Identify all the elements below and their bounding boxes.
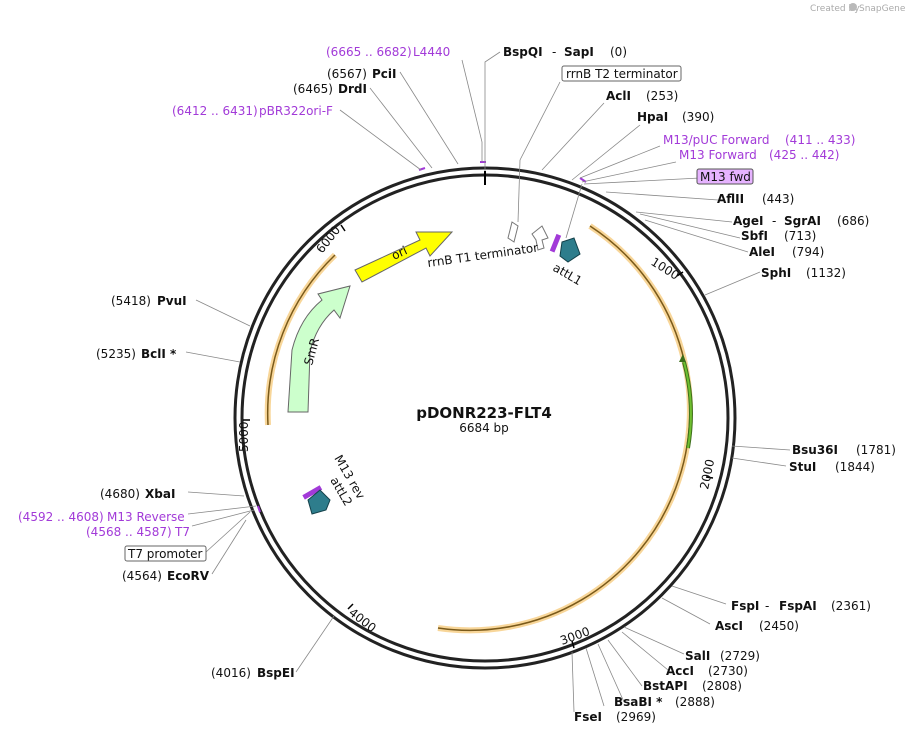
site-acli: AclI	[606, 89, 631, 103]
primer-l4440-range: (6665 .. 6682)	[326, 45, 412, 59]
site-acli-pos: (253)	[646, 89, 678, 103]
site-bsabi: BsaBI *	[614, 695, 663, 709]
snapgene-brand: SnapGene	[859, 4, 906, 14]
primer-t7-name: T7	[174, 525, 190, 539]
site-bspqi-pos: (0)	[610, 45, 627, 59]
site-bsu36i: Bsu36I	[792, 443, 838, 457]
site-bstapi: BstAPI	[643, 679, 688, 693]
site-bsabi-pos: (2888)	[675, 695, 715, 709]
site-sphi: SphI	[761, 266, 791, 280]
site-asci: AscI	[715, 619, 743, 633]
orf-arrowhead	[679, 354, 686, 362]
site-agei-pos: (686)	[837, 214, 869, 228]
attl1-arrow	[559, 237, 581, 263]
site-sphi-pos: (1132)	[806, 266, 846, 280]
site-hpai-pos: (390)	[682, 110, 714, 124]
site-hpai: HpaI	[637, 110, 668, 124]
site-ecorv: EcoRV	[167, 569, 210, 583]
attl2-arrow	[307, 489, 331, 515]
tick-2000: 2000	[697, 458, 717, 491]
site-bspqi: BspQI	[503, 45, 543, 59]
site-stui-pos: (1844)	[835, 460, 875, 474]
insert-line	[266, 225, 691, 632]
orf-arc-fill	[683, 361, 692, 449]
site-xbai: XbaI	[145, 487, 175, 501]
site-asci-pos: (2450)	[759, 619, 799, 633]
site-pvui: PvuI	[157, 294, 187, 308]
site-drdi: DrdI	[338, 82, 367, 96]
ori-arrow	[354, 231, 454, 283]
primer-pbr322-range: (6412 .. 6431)	[172, 104, 258, 118]
site-sali: SalI	[685, 649, 710, 663]
plasmid-length: 6684 bp	[459, 421, 509, 435]
primer-l4440-name: L4440	[413, 45, 450, 59]
primer-m13fwd-name: M13 Forward	[679, 148, 757, 162]
rrnb-t2-label: rrnB T2 terminator	[566, 67, 678, 81]
site-bspei: BspEI	[257, 666, 295, 680]
rrnb-t1-label: rrnB T1 terminator	[426, 241, 539, 270]
site-aflii: AflII	[717, 192, 744, 206]
site-sapi: SapI	[564, 45, 594, 59]
site-agei: AgeI	[733, 214, 763, 228]
site-sali-pos: (2729)	[720, 649, 760, 663]
site-pvui-pos: (5418)	[111, 294, 151, 308]
site-bstapi-pos: (2808)	[702, 679, 742, 693]
primer-m13rev-range: (4592 .. 4608)	[18, 510, 104, 524]
attl2-primer-mark	[302, 485, 323, 500]
m13-fwd-box	[696, 168, 754, 185]
site-acci-pos: (2730)	[708, 664, 748, 678]
ori-label: ori	[389, 243, 409, 262]
site-bspei-pos: (4016)	[211, 666, 251, 680]
rrnb-t1-glyph-a	[507, 221, 519, 243]
site-pcii-pos: (6567)	[327, 67, 367, 81]
site-sbfi: SbfI	[741, 229, 768, 243]
snapgene-logo-icon	[849, 3, 857, 11]
plasmid-name: pDONR223-FLT4	[416, 404, 552, 422]
site-sgrai: SgrAI	[784, 214, 821, 228]
site-bcli: BclI *	[141, 347, 177, 361]
site-bspqi-sep: -	[552, 45, 556, 59]
site-aflii-pos: (443)	[762, 192, 794, 206]
ruler	[243, 224, 714, 649]
smr-label: SmR	[301, 336, 322, 366]
primer-m13puc-name: M13/pUC Forward	[663, 133, 770, 147]
smr-arrow	[287, 285, 351, 413]
site-bsu36i-pos: (1781)	[856, 443, 896, 457]
tick-5000: 5000	[237, 421, 251, 452]
rrnb-t1-glyph-b	[531, 225, 549, 251]
attl1-label: attL1	[551, 260, 585, 288]
t7-promoter-label: T7 promoter	[127, 547, 203, 561]
created-by-text: Created by	[810, 4, 860, 14]
primer-t7-range: (4568 .. 4587)	[86, 525, 172, 539]
primer-pbr322-name: pBR322ori-F	[259, 104, 333, 118]
site-drdi-pos: (6465)	[293, 82, 333, 96]
site-pcii: PciI	[372, 67, 397, 81]
tick-6000: 6000	[313, 223, 343, 256]
site-fsei-pos: (2969)	[616, 710, 656, 724]
m13-fwd-box-label: M13 fwd	[700, 170, 751, 184]
site-xbai-pos: (4680)	[100, 487, 140, 501]
site-fspi: FspI	[731, 599, 759, 613]
site-agei-sep: -	[772, 214, 776, 228]
site-stui: StuI	[789, 460, 816, 474]
site-bcli-pos: (5235)	[96, 347, 136, 361]
primer-m13fwd-range: (425 .. 442)	[769, 148, 839, 162]
rrnb-t2-box	[561, 65, 682, 82]
primer-m13puc-range: (411 .. 433)	[785, 133, 855, 147]
attl1-primer-mark	[549, 233, 562, 253]
leader-lines	[185, 51, 791, 713]
primer-m13rev-name: M13 Reverse	[107, 510, 185, 524]
site-ecorv-pos: (4564)	[122, 569, 162, 583]
site-alei-pos: (794)	[792, 245, 824, 259]
site-fspi-sep: -	[765, 599, 769, 613]
site-sbfi-pos: (713)	[784, 229, 816, 243]
site-alei: AleI	[749, 245, 775, 259]
site-fsei: FseI	[574, 710, 602, 724]
t7-promoter-box	[124, 545, 207, 562]
site-fspi-pos: (2361)	[831, 599, 871, 613]
site-fspai: FspAI	[779, 599, 817, 613]
site-acci: AccI	[666, 664, 694, 678]
